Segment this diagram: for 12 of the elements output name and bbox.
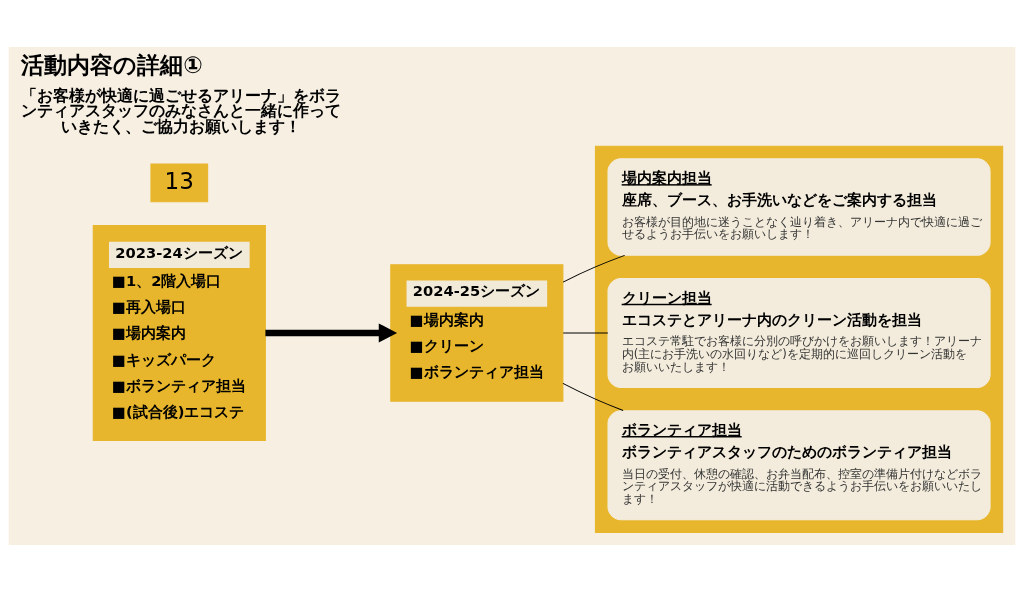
connector [562, 254, 626, 283]
node-box: クリーン担当 エコステとアリーナ内のクリーン活動を担当 エコステ常駐でお客様に分別の呼びかけをお願いします！アリーナ内(主にお手洗いの水回りなど)を定期的に巡回しクリーン活動をお願いいたします！ [607, 277, 991, 389]
diagram-title: 活動内容の詳細① [21, 51, 203, 78]
label: 13 [164, 167, 194, 194]
connector [562, 382, 624, 412]
label: 「お客様が快適に過ごせるアリーナ」をボランティアスタッフのみなさんと一緒に作っていきたく、ご協力お願いします！ [21, 85, 342, 137]
node-box: 2024-25シーズン ■場内案内 ■クリーン ■ボランティア担当 [390, 264, 564, 402]
arrow [265, 323, 398, 343]
node-box: ボランティア担当 ボランティアスタッフのためのボランティア担当 当日の受付、休憩の確認、お弁当配布、控室の準備片付けなどボランティアスタッフが快適に活動できるようお手伝いをお願いいたします！ [607, 410, 991, 521]
node-box: 2023-24シーズン ■1、2階入場口 ■再入場口 ■場内案内 ■キッズパーク ■ボランティア担当 ■(試合後)エコステ [92, 224, 266, 442]
node-box: 場内案内担当 座席、ブース、お手洗いなどをご案内する担当 お客様が目的地に迷うことなく辿り着き、アリーナ内で快適に過ごせるようお手伝いをお願いします！ [607, 158, 991, 256]
cluster [594, 145, 1004, 533]
